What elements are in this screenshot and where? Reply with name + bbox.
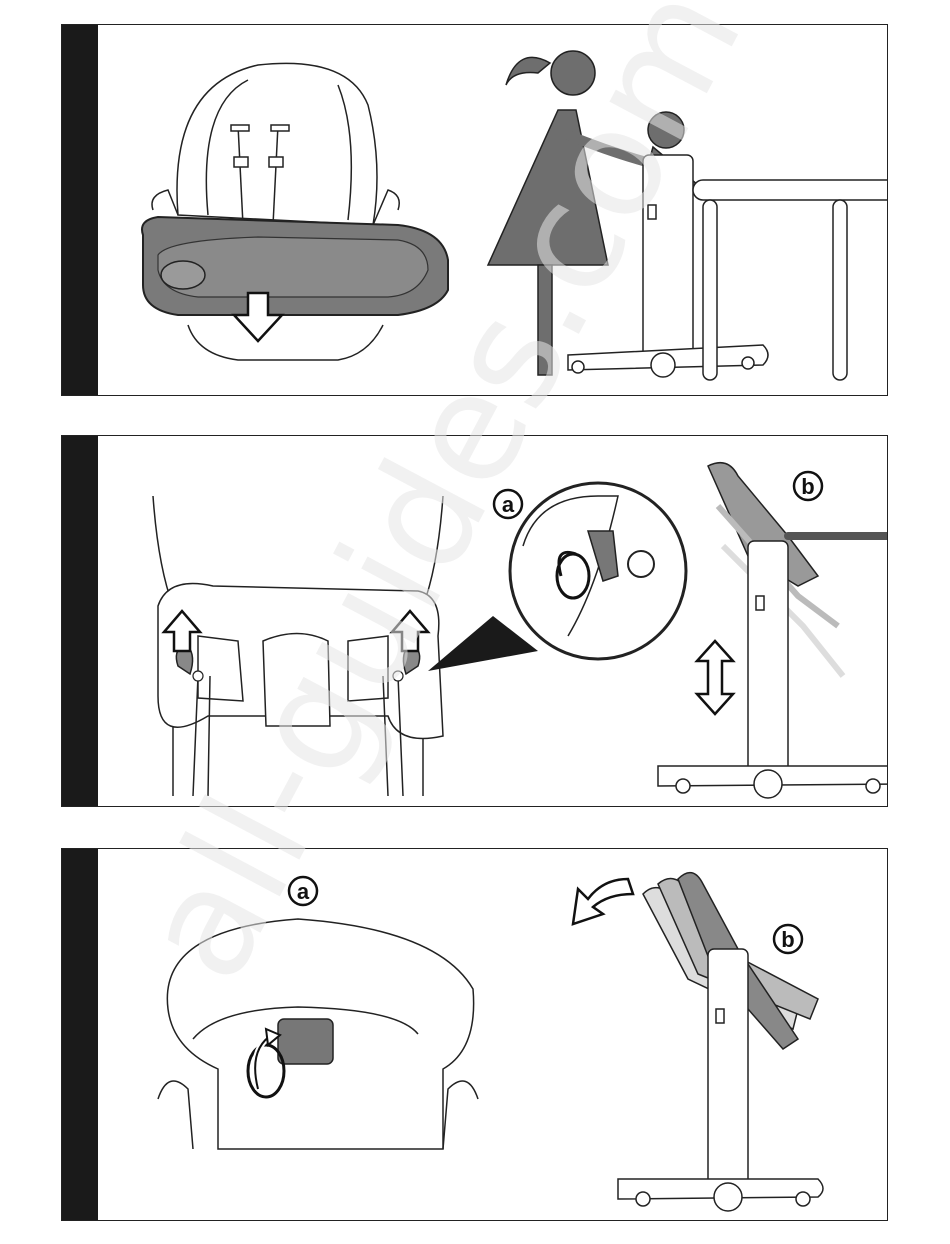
curved-arrow-icon	[573, 879, 633, 924]
panel-side-bar	[62, 25, 98, 395]
label-a: a	[297, 879, 310, 904]
panel-side-bar	[62, 849, 98, 1220]
highchair-side-height	[658, 463, 888, 798]
label-a-badge: a	[494, 490, 522, 518]
label-a-badge: a	[289, 877, 317, 905]
label-b-badge: b	[774, 925, 802, 953]
panel-3-illustration: a b	[98, 849, 888, 1220]
adult-figure	[488, 51, 658, 375]
detail-zoom-callout	[428, 483, 686, 671]
panel-3-recline-adjust: a b	[61, 848, 888, 1221]
feeding-tray	[142, 217, 448, 315]
label-b: b	[781, 927, 794, 952]
panel-2-illustration: a b	[98, 436, 888, 806]
panel-1-tray-removal	[61, 24, 888, 396]
panel-1-illustration	[98, 25, 888, 395]
highchair-side-recline	[618, 873, 823, 1211]
label-a: a	[502, 492, 515, 517]
panel-2-height-adjust: a b	[61, 435, 888, 807]
up-down-arrow-icon	[697, 641, 733, 714]
label-b: b	[801, 474, 814, 499]
panel-side-bar	[62, 436, 98, 806]
label-b-badge: b	[794, 472, 822, 500]
seat-rear-view	[153, 496, 443, 796]
